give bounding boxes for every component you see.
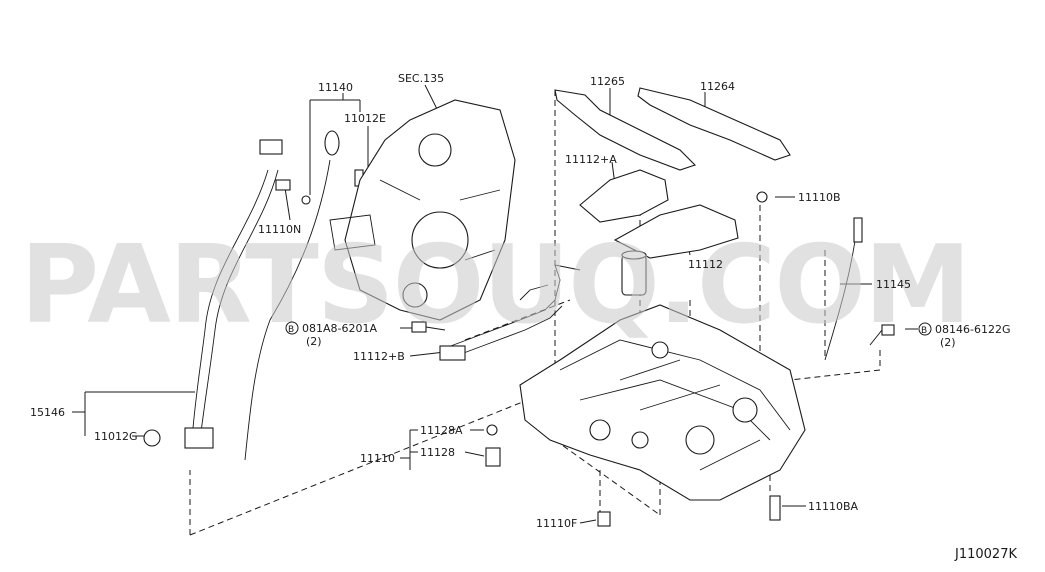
bolt-marker-label: B [921, 326, 927, 336]
label-11012E: 11012E [344, 112, 386, 125]
label-11112B: 11112+B [353, 350, 405, 363]
oil-filter [621, 250, 647, 296]
label-11110F: 11110F [536, 517, 577, 530]
label-11145: 11145 [876, 278, 911, 291]
label-15146: 15146 [30, 406, 65, 419]
label-bolt2-qty: (2) [940, 336, 956, 349]
label-11110N: 11110N [258, 223, 301, 236]
label-11110B: 11110B [798, 191, 841, 204]
label-11110BA: 11110BA [808, 500, 859, 513]
label-11110: 11110 [360, 452, 395, 465]
label-11012G: 11012G [94, 430, 138, 443]
oil-gauge-tube [143, 139, 283, 449]
label-11112: 11112 [688, 258, 723, 271]
diagram-code: J110027K [954, 547, 1017, 562]
label-sec135: SEC.135 [398, 72, 444, 85]
label-bolt1-code: 081A8-6201A [302, 322, 377, 335]
callout-labels: SEC.135 11140 11012E 11110N 11265 11264 … [30, 72, 1017, 562]
label-11140: 11140 [318, 81, 353, 94]
label-bolt1-qty: (2) [306, 335, 322, 348]
bolt-marker-2: B [918, 322, 932, 336]
bolts [275, 179, 895, 527]
baffle-plates [579, 169, 739, 259]
label-11128A: 11128A [420, 424, 463, 437]
label-11264: 11264 [700, 80, 735, 93]
front-cover [329, 99, 516, 321]
label-11265: 11265 [590, 75, 625, 88]
dipstick-11145 [824, 217, 863, 361]
bolt-marker-label: B [288, 325, 294, 335]
lower-cylinder-block [519, 304, 806, 501]
oil-pipe [439, 264, 581, 361]
watermark: PARTSOUQ.COM [20, 223, 969, 348]
dipstick [244, 130, 364, 461]
label-11112A: 11112+A [565, 153, 617, 166]
label-11128: 11128 [420, 446, 455, 459]
gaskets [554, 87, 791, 171]
label-bolt2-code: 08146-6122G [935, 323, 1010, 336]
bolt-marker-1: B [285, 321, 299, 335]
